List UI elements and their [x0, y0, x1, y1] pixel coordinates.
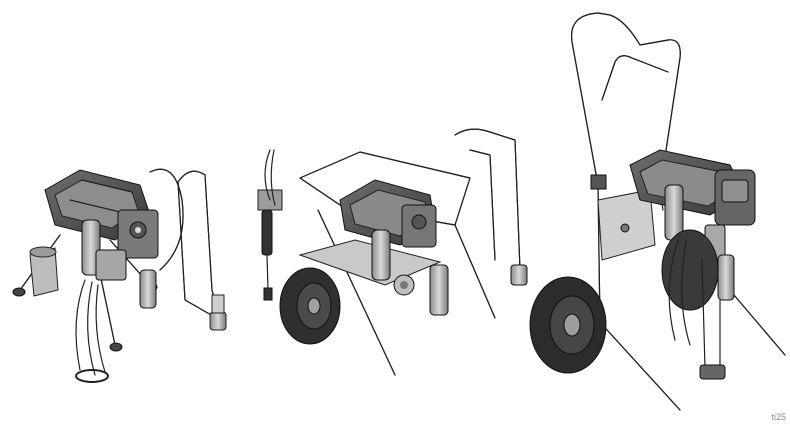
figure-reference-code: ti25: [771, 412, 786, 422]
lo-boy-cart-sprayer-icon: [257, 128, 528, 376]
hi-boy-cart-sprayer-icon: [529, 12, 786, 411]
stand-sprayer-icon: [12, 168, 227, 383]
